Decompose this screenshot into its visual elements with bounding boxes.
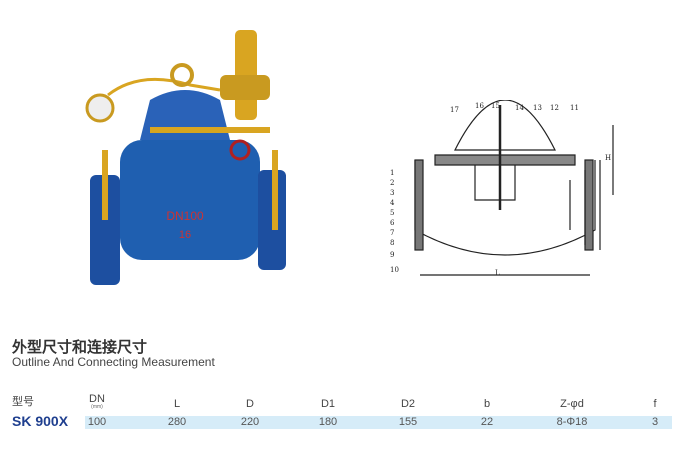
model-header: 型号	[12, 395, 34, 408]
svg-text:13: 13	[533, 104, 542, 112]
svg-text:L: L	[495, 269, 500, 277]
cell-d: 220	[240, 416, 260, 428]
svg-text:14: 14	[515, 104, 524, 112]
header-d2: D2	[400, 398, 416, 410]
cell-f: 3	[651, 416, 659, 428]
cell-dn: 100	[87, 416, 107, 428]
svg-text:4: 4	[390, 199, 395, 207]
svg-text:DN100: DN100	[166, 209, 204, 223]
svg-text:16: 16	[179, 229, 191, 241]
svg-text:6: 6	[390, 219, 395, 227]
svg-text:10: 10	[390, 266, 399, 274]
svg-text:H: H	[605, 154, 611, 162]
header-d1: D1	[320, 398, 336, 410]
svg-text:15: 15	[491, 102, 500, 110]
svg-text:16: 16	[475, 102, 484, 110]
svg-text:12: 12	[550, 104, 559, 112]
section-subtitle: Outline And Connecting Measurement	[12, 355, 215, 369]
svg-text:7: 7	[390, 229, 394, 237]
header-dn: DN	[89, 393, 105, 405]
svg-text:9: 9	[390, 251, 394, 259]
svg-text:17: 17	[450, 106, 459, 114]
table-row	[85, 416, 672, 429]
header-l: L	[173, 398, 181, 410]
section-title: 外型尺寸和连接尺寸	[12, 338, 148, 356]
header-f: f	[653, 398, 657, 410]
model-name: SK 900X	[12, 413, 69, 429]
svg-text:8: 8	[390, 239, 394, 247]
header-z-phid: Z-φd	[560, 398, 584, 410]
cell-z-phid: 8-Φ18	[556, 416, 588, 428]
cell-d2: 155	[398, 416, 418, 428]
cell-b: 22	[480, 416, 494, 428]
svg-text:2: 2	[390, 179, 394, 187]
dn-unit: (mm)	[91, 404, 103, 410]
cell-d1: 180	[318, 416, 338, 428]
cell-l: 280	[167, 416, 187, 428]
header-b: b	[483, 398, 491, 410]
svg-text:3: 3	[390, 189, 394, 197]
valve-photo: DN100 16	[85, 30, 286, 285]
header-d: D	[246, 398, 254, 410]
svg-text:5: 5	[390, 209, 394, 217]
svg-text:1: 1	[390, 169, 394, 177]
svg-text:11: 11	[570, 104, 579, 112]
